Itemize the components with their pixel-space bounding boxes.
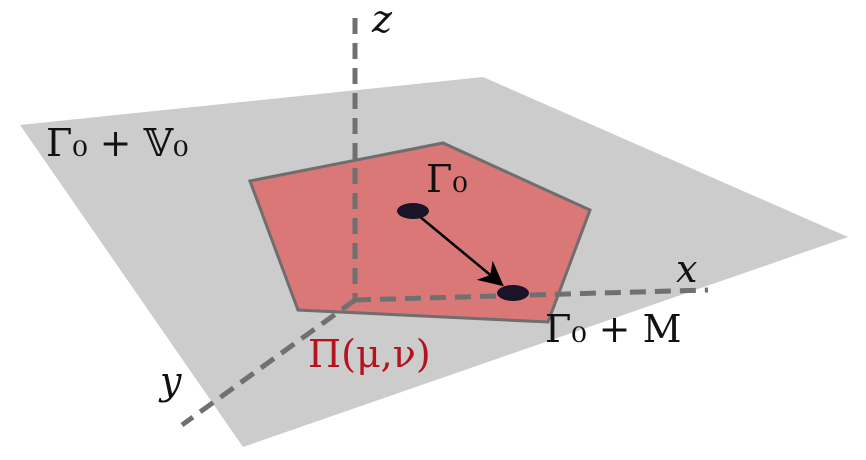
y-axis <box>180 297 357 428</box>
z-axis-label: z <box>372 0 393 41</box>
end-point-label: Γ₀ + M <box>545 307 682 351</box>
start-point-label: Γ₀ <box>426 157 468 201</box>
plane-label: Γ₀ + 𝕍₀ <box>46 121 189 165</box>
x-axis <box>354 287 709 303</box>
polytope-pentagon <box>247 141 592 324</box>
translation-arrow <box>412 210 504 287</box>
y-axis-label: y <box>160 359 182 403</box>
polytope-label: Π(μ,ν) <box>308 332 431 376</box>
x-axis-label: x <box>676 247 698 291</box>
end-point <box>497 285 529 301</box>
start-point <box>397 203 429 219</box>
